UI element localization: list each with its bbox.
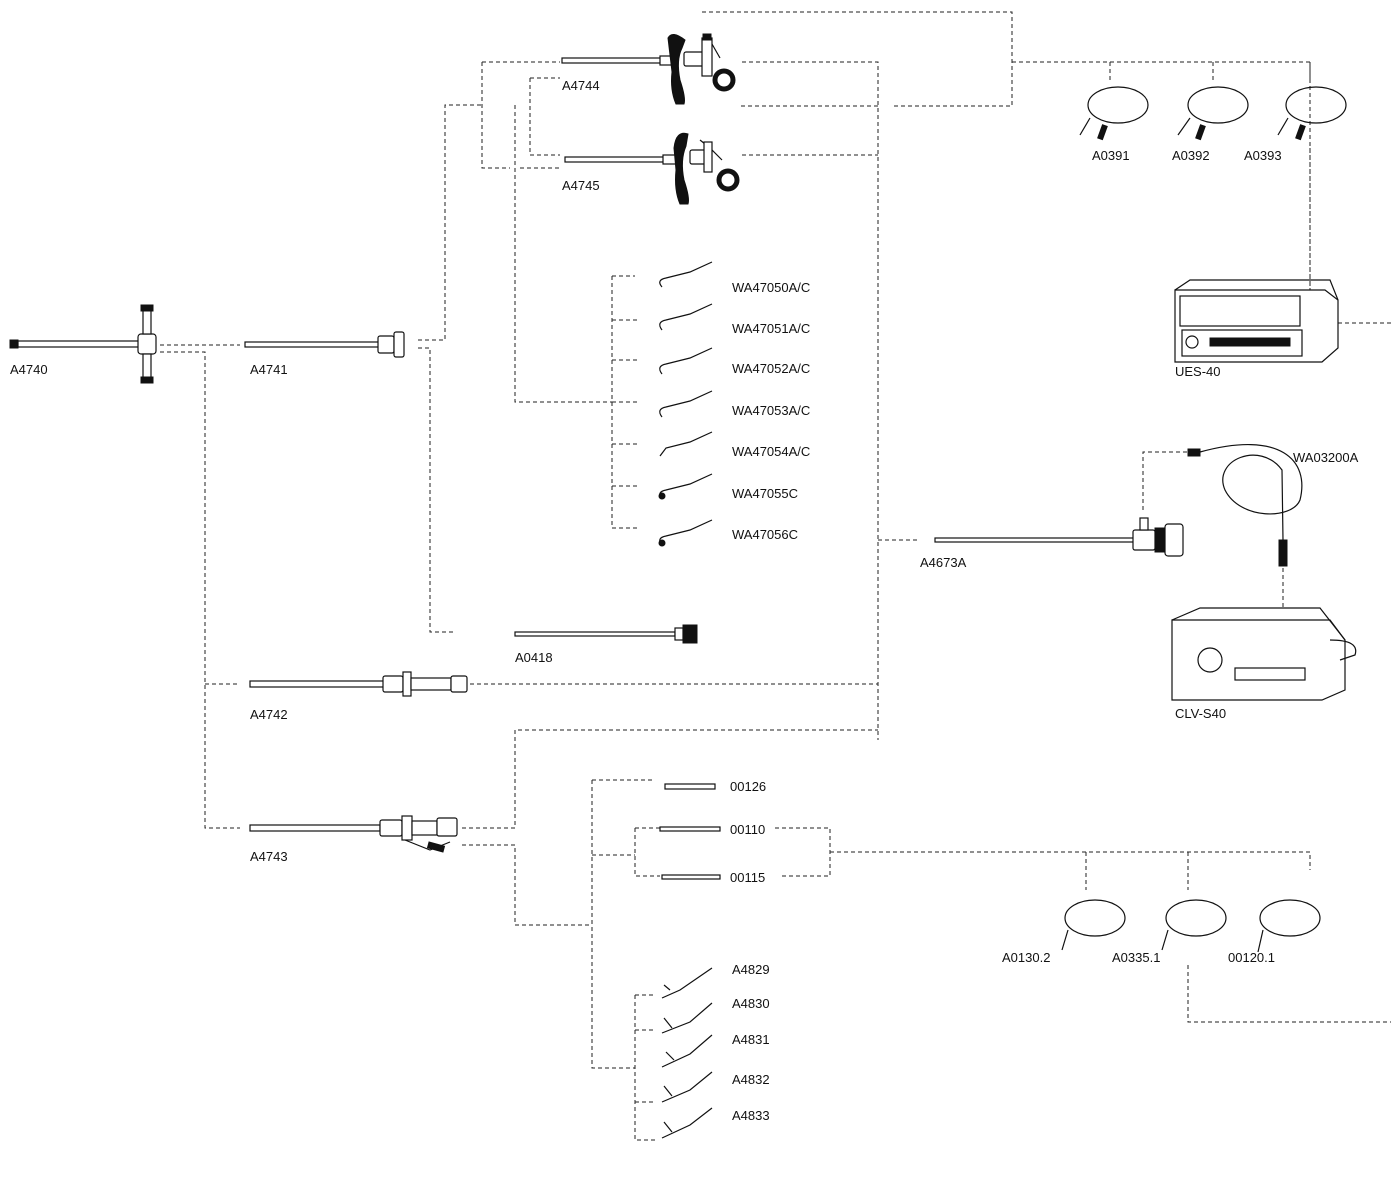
forceps-a4833 [662, 1108, 712, 1138]
label-wa47055c: WA47055C [732, 486, 798, 501]
label-a4831: A4831 [732, 1032, 770, 1047]
instrument-a4743 [250, 816, 457, 852]
resectoscope-a4744 [562, 34, 733, 104]
label-wa47052ac: WA47052A/C [732, 361, 810, 376]
electrode-wa47053ac [660, 391, 712, 417]
forceps-a4829 [662, 968, 712, 998]
label-a4741: A4741 [250, 362, 288, 377]
electrode-wa47056c [660, 520, 712, 545]
electrode-wa47055c [660, 474, 712, 499]
label-wa47050ac: WA47050A/C [732, 280, 810, 295]
forceps-a4832 [662, 1072, 712, 1102]
label-wa47053ac: WA47053A/C [732, 403, 810, 418]
label-a4832: A4832 [732, 1072, 770, 1087]
label-00115: 00115 [730, 870, 765, 885]
cable-a0392 [1178, 87, 1248, 140]
label-a4740: A4740 [10, 362, 48, 377]
label-clvs40: CLV-S40 [1175, 706, 1226, 721]
forceps-a4831 [662, 1035, 712, 1067]
light-cable-wa03200a [1188, 445, 1302, 566]
cable-a0391 [1080, 87, 1148, 140]
cable-00120-1 [1258, 900, 1320, 952]
label-a0391: A0391 [1092, 148, 1130, 163]
label-00126: 00126 [730, 779, 766, 794]
label-wa03200a: WA03200A [1293, 450, 1359, 465]
hf-cables-top [1080, 87, 1346, 140]
label-a0130-2: A0130.2 [1002, 950, 1050, 965]
loop-electrodes [659, 262, 712, 546]
forceps-group [662, 968, 712, 1138]
label-a4829: A4829 [732, 962, 770, 977]
label-wa47051ac: WA47051A/C [732, 321, 810, 336]
label-a4745: A4745 [562, 178, 600, 193]
label-a0393: A0393 [1244, 148, 1282, 163]
label-a4742: A4742 [250, 707, 288, 722]
obturator-a4741 [245, 332, 404, 357]
part-labels: A4740 A4741 A4744 A4745 WA47050A/C WA470… [10, 78, 1359, 1123]
electrode-00110 [660, 827, 720, 831]
label-wa47056c: WA47056C [732, 527, 798, 542]
label-00120-1: 00120.1 [1228, 950, 1275, 965]
label-a0392: A0392 [1172, 148, 1210, 163]
electrode-00115 [662, 875, 720, 879]
label-a0418: A0418 [515, 650, 553, 665]
cable-a0393 [1278, 87, 1346, 140]
resectoscope-a4745 [565, 133, 737, 204]
label-a4744: A4744 [562, 78, 600, 93]
label-00110: 00110 [730, 822, 765, 837]
light-source-clvs40 [1172, 608, 1356, 700]
instrument-a4742 [250, 672, 467, 696]
electrode-wa47050ac [660, 262, 712, 287]
label-ues40: UES-40 [1175, 364, 1221, 379]
instrument-a0418 [515, 625, 697, 643]
electrodes-small [660, 784, 720, 879]
electrode-wa47051ac [660, 304, 712, 330]
forceps-a4830 [662, 1003, 712, 1033]
electrode-wa47054ac [660, 432, 712, 456]
telescope-a4673a [935, 518, 1183, 556]
label-a4830: A4830 [732, 996, 770, 1011]
label-a0335-1: A0335.1 [1112, 950, 1160, 965]
electrode-00126 [665, 784, 715, 789]
label-a4833: A4833 [732, 1108, 770, 1123]
label-a4743: A4743 [250, 849, 288, 864]
hf-cables-bottom [1062, 900, 1320, 952]
electrode-wa47052ac [660, 348, 712, 374]
generator-ues40 [1175, 280, 1338, 362]
label-wa47054ac: WA47054A/C [732, 444, 810, 459]
label-a4673a: A4673A [920, 555, 967, 570]
connection-lines [160, 12, 1391, 1140]
cable-a0335-1 [1162, 900, 1226, 950]
cable-a0130-2 [1062, 900, 1125, 950]
